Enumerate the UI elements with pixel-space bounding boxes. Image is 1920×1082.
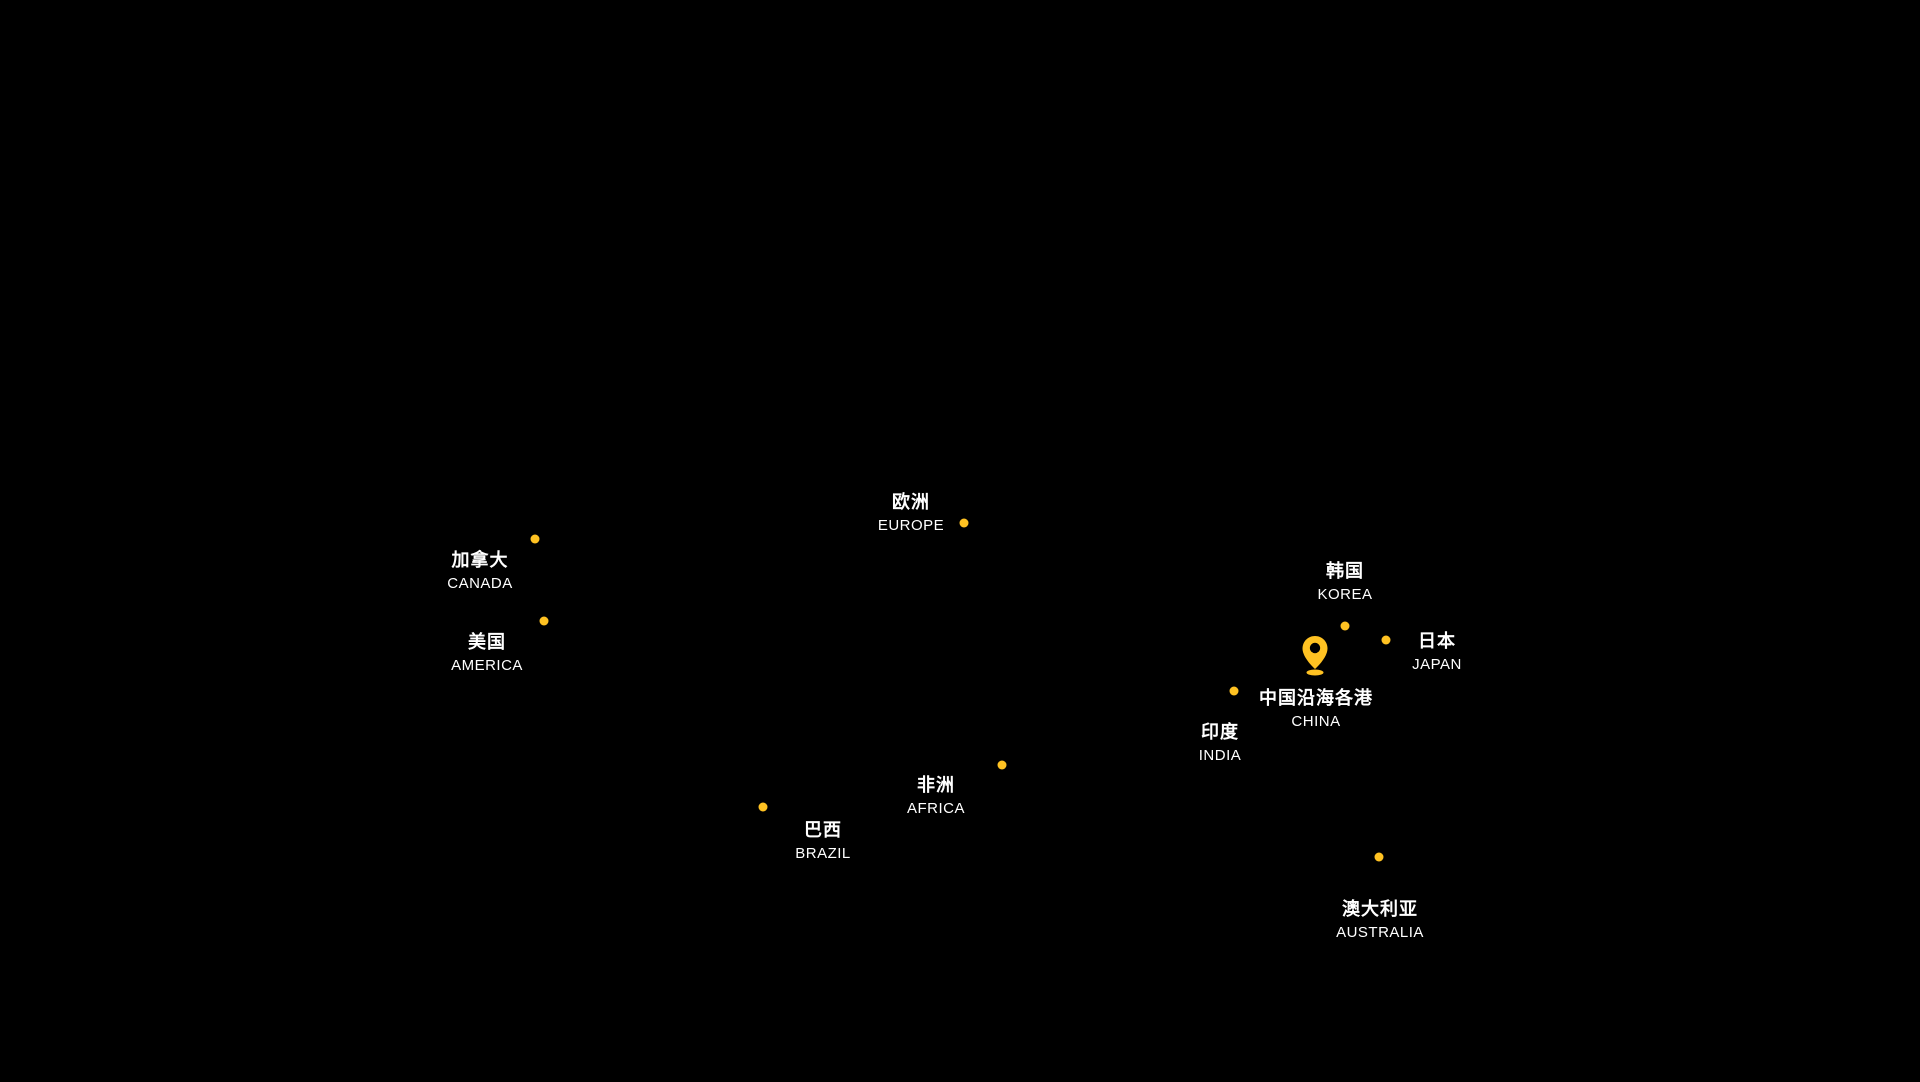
port-name-cn: 加拿大: [451, 550, 509, 570]
port-dot-korea: [1340, 621, 1350, 631]
port-dot-europe: [959, 518, 969, 528]
port-name-en: EUROPE: [877, 516, 945, 534]
port-label-america: 美国 AMERICA: [451, 632, 523, 675]
port-label-india: 印度 INDIA: [1199, 722, 1242, 765]
port-dot-india: [1229, 686, 1239, 696]
port-name-en: CANADA: [447, 574, 513, 592]
port-name-en: BRAZIL: [795, 844, 851, 862]
port-label-australia: 澳大利亚 AUSTRALIA: [1336, 899, 1424, 942]
port-name-cn: 欧洲: [891, 492, 930, 512]
port-dot-africa: [997, 760, 1007, 770]
port-name-en: AMERICA: [451, 656, 523, 674]
port-name-cn: 印度: [1200, 722, 1239, 742]
port-name-cn: 巴西: [803, 820, 842, 840]
port-label-africa: 非洲 AFRICA: [907, 775, 965, 818]
port-name-cn: 澳大利亚: [1341, 899, 1418, 919]
port-dot-canada: [530, 534, 540, 544]
port-name-cn: 日本: [1417, 631, 1456, 651]
port-name-en: AFRICA: [906, 799, 966, 817]
port-name-en: AUSTRALIA: [1336, 923, 1424, 941]
port-name-cn: 美国: [468, 632, 506, 652]
port-label-brazil: 巴西 BRAZIL: [795, 820, 851, 863]
port-name-en: KOREA: [1317, 585, 1373, 603]
port-label-canada: 加拿大 CANADA: [447, 550, 513, 593]
port-name-cn: 中国沿海各港: [1259, 688, 1373, 708]
port-name-cn: 非洲: [916, 775, 955, 795]
port-label-china: 中国沿海各港 CHINA: [1259, 688, 1373, 731]
port-name-en: JAPAN: [1412, 655, 1462, 673]
port-label-korea: 韩国 KOREA: [1317, 561, 1372, 604]
port-label-europe: 欧洲 EUROPE: [878, 492, 944, 535]
port-dot-brazil: [758, 802, 768, 812]
port-label-japan: 日本 JAPAN: [1412, 631, 1462, 674]
port-dot-australia: [1374, 852, 1384, 862]
port-name-cn: 韩国: [1325, 561, 1364, 581]
location-pin-icon: [1297, 634, 1333, 676]
port-name-en: INDIA: [1198, 746, 1242, 764]
port-dot-america: [539, 616, 549, 626]
port-dot-japan: [1381, 635, 1391, 645]
port-name-en: CHINA: [1291, 712, 1341, 730]
